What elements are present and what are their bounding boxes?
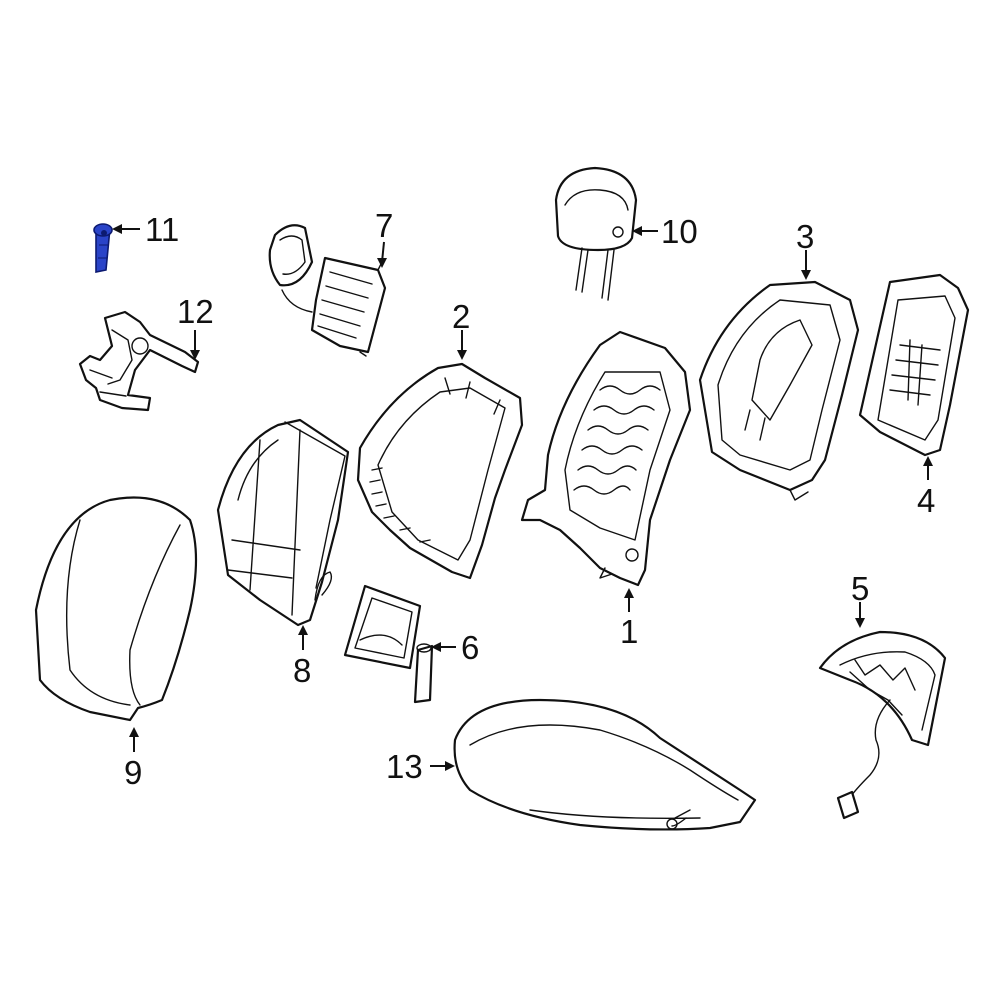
callout-1: 1 (620, 613, 638, 650)
part-7-lumbar-support[interactable] (268, 224, 387, 357)
part-8-backrest-cover[interactable] (216, 418, 350, 627)
callout-2: 2 (452, 298, 470, 335)
callout-13: 13 (386, 748, 423, 785)
part-12-bracket[interactable] (78, 310, 200, 412)
callout-12: 12 (177, 293, 214, 330)
callout-4: 4 (917, 482, 935, 519)
callout-11: 11 (145, 211, 179, 248)
callout-10: 10 (661, 213, 698, 250)
part-5-seat-heater-mat[interactable] (818, 630, 947, 820)
callout-9: 9 (124, 754, 142, 791)
part-3-backrest-pad[interactable] (698, 280, 860, 501)
callout-7: 7 (375, 207, 393, 244)
part-1-backrest-frame-assembly[interactable] (520, 330, 692, 587)
part-9-backrest-trim-cover[interactable] (34, 496, 198, 722)
part-10-headrest[interactable] (554, 166, 638, 301)
callout-5: 5 (851, 570, 869, 607)
callout-8: 8 (293, 652, 311, 689)
callout-3: 3 (796, 218, 814, 255)
callout-labels: 11 12 7 10 3 2 4 1 5 6 8 9 13 (124, 207, 935, 791)
part-6-side-airbag[interactable] (343, 584, 434, 704)
part-4-rear-panel[interactable] (858, 273, 970, 457)
callout-6: 6 (461, 629, 479, 666)
part-11-guide-sleeve[interactable] (93, 223, 113, 273)
part-13-seat-cushion-cover[interactable] (453, 698, 757, 831)
part-2-backrest-frame[interactable] (356, 362, 524, 580)
callout-arrows (112, 224, 933, 771)
